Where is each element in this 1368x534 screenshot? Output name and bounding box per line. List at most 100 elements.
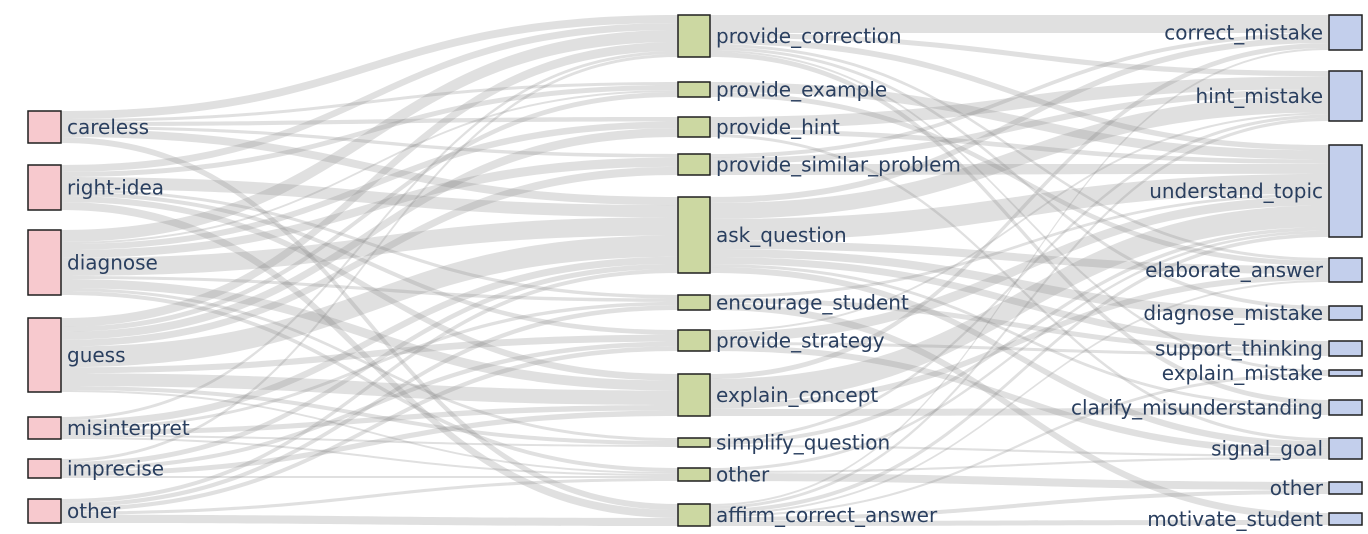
node-label-simplify_question: simplify_question xyxy=(716,431,890,455)
node-label-diagnose: diagnose xyxy=(67,251,158,275)
node-explain_mistake[interactable] xyxy=(1328,369,1363,377)
node-label-support_thinking: support_thinking xyxy=(1155,337,1323,361)
link-explain_concept-to-correct_mistake xyxy=(710,43,1329,379)
node-label-correct_mistake: correct_mistake xyxy=(1164,21,1323,45)
link-ask_question-to-clarify_misunderstanding xyxy=(710,264,1329,408)
node-diagnose[interactable] xyxy=(27,229,62,296)
sankey-nodes-layer xyxy=(27,14,1363,527)
link-other-to-provide_strategy xyxy=(61,346,678,512)
node-label-right-idea: right-idea xyxy=(67,176,164,200)
link-simplify_question-to-understand_topic xyxy=(710,227,1329,445)
link-guess-to-other xyxy=(61,390,678,474)
node-right-idea[interactable] xyxy=(27,164,62,211)
node-label-encourage_student: encourage_student xyxy=(716,291,909,315)
node-diagnose_mistake[interactable] xyxy=(1328,305,1363,321)
link-other-to-other xyxy=(61,478,678,515)
node-understand_topic[interactable] xyxy=(1328,144,1363,238)
link-diagnose-to-encourage_student xyxy=(61,276,678,302)
link-other-to-understand_topic xyxy=(710,230,1329,471)
node-careless[interactable] xyxy=(27,110,62,144)
node-label-other: other xyxy=(1270,476,1324,500)
node-label-ask_question: ask_question xyxy=(716,223,847,247)
node-label-elaborate_answer: elaborate_answer xyxy=(1145,258,1324,282)
node-provide_similar_problem[interactable] xyxy=(677,153,711,176)
link-diagnose-to-provide_correction xyxy=(61,30,678,242)
link-careless-to-affirm_correct_answer xyxy=(61,137,678,510)
link-imprecise-to-provide_strategy xyxy=(61,341,678,471)
link-guess-to-provide_strategy xyxy=(61,334,678,374)
link-provide_hint-to-signal_goal xyxy=(710,134,1329,442)
link-diagnose-to-provide_hint xyxy=(61,121,678,250)
node-label-provide_hint: provide_hint xyxy=(716,115,840,139)
node-misinterpret[interactable] xyxy=(27,416,62,440)
node-label-imprecise: imprecise xyxy=(67,457,164,481)
link-right-idea-to-affirm_correct_answer xyxy=(61,202,678,518)
link-provide_strategy-to-signal_goal xyxy=(710,345,1329,455)
node-support_thinking[interactable] xyxy=(1328,340,1363,357)
link-other-to-other xyxy=(710,473,1329,490)
node-label-provide_example: provide_example xyxy=(716,78,887,102)
link-right-idea-to-provide_correction xyxy=(61,23,678,172)
node-clarify_misunderstanding[interactable] xyxy=(1328,399,1363,416)
link-affirm_correct_answer-to-explain_mistake xyxy=(710,373,1329,517)
link-explain_concept-to-understand_topic xyxy=(710,205,1329,403)
link-right-idea-to-ask_question xyxy=(61,177,678,218)
node-provide_correction[interactable] xyxy=(677,14,711,58)
node-encourage_student[interactable] xyxy=(677,294,711,311)
link-guess-to-provide_correction xyxy=(61,42,678,327)
link-encourage_student-to-motivate_student xyxy=(710,303,1329,520)
link-provide_correction-to-understand_topic xyxy=(710,38,1329,151)
link-affirm_correct_answer-to-elaborate_answer xyxy=(710,280,1329,515)
link-right-idea-to-encourage_student xyxy=(61,189,678,299)
link-ask_question-to-signal_goal xyxy=(710,267,1329,448)
node-other[interactable] xyxy=(1328,481,1363,495)
node-provide_example[interactable] xyxy=(677,81,711,98)
link-provide_correction-to-correct_mistake xyxy=(710,15,1329,33)
link-right-idea-to-provide_example xyxy=(61,85,678,177)
link-misinterpret-to-other xyxy=(61,437,678,476)
node-simplify_question[interactable] xyxy=(677,437,711,448)
node-label-careless: careless xyxy=(67,115,149,139)
link-careless-to-provide_example xyxy=(61,82,678,122)
link-provide_hint-to-understand_topic xyxy=(710,129,1329,164)
node-elaborate_answer[interactable] xyxy=(1328,257,1363,283)
node-ask_question[interactable] xyxy=(677,196,711,274)
link-affirm_correct_answer-to-understand_topic xyxy=(710,233,1329,513)
link-encourage_student-to-understand_topic xyxy=(710,193,1329,298)
link-misinterpret-to-explain_concept xyxy=(61,404,678,435)
node-other[interactable] xyxy=(27,498,62,524)
link-ask_question-to-elaborate_answer xyxy=(710,241,1329,274)
link-encourage_student-to-support_thinking xyxy=(710,298,1329,353)
link-guess-to-provide_similar_problem xyxy=(61,166,678,347)
node-label-understand_topic: understand_topic xyxy=(1149,179,1323,203)
node-guess[interactable] xyxy=(27,317,62,393)
node-label-explain_concept: explain_concept xyxy=(716,383,878,407)
node-label-signal_goal: signal_goal xyxy=(1211,437,1323,461)
node-imprecise[interactable] xyxy=(27,458,62,479)
link-ask_question-to-hint_mistake xyxy=(710,95,1329,219)
node-signal_goal[interactable] xyxy=(1328,437,1363,460)
link-diagnose-to-provide_example xyxy=(61,90,678,244)
node-hint_mistake[interactable] xyxy=(1328,70,1363,122)
node-label-other: other xyxy=(716,463,770,487)
node-motivate_student[interactable] xyxy=(1328,512,1363,526)
node-other[interactable] xyxy=(677,467,711,482)
link-provide_correction-to-clarify_misunderstanding xyxy=(710,52,1329,405)
link-diagnose-to-other xyxy=(61,291,678,472)
link-careless-to-ask_question xyxy=(61,129,678,206)
node-affirm_correct_answer[interactable] xyxy=(677,503,711,527)
link-provide_correction-to-diagnose_mistake xyxy=(710,47,1329,310)
node-provide_hint[interactable] xyxy=(677,116,711,138)
link-other-to-ask_question xyxy=(61,268,678,504)
node-provide_strategy[interactable] xyxy=(677,329,711,352)
link-affirm_correct_answer-to-motivate_student xyxy=(710,520,1329,526)
link-provide_example-to-elaborate_answer xyxy=(710,92,1329,266)
link-misinterpret-to-encourage_student xyxy=(61,301,678,430)
node-correct_mistake[interactable] xyxy=(1328,14,1363,51)
link-imprecise-to-ask_question xyxy=(61,263,678,467)
link-other-to-signal_goal xyxy=(710,456,1329,473)
node-label-misinterpret: misinterpret xyxy=(67,416,190,440)
node-explain_concept[interactable] xyxy=(677,373,711,417)
